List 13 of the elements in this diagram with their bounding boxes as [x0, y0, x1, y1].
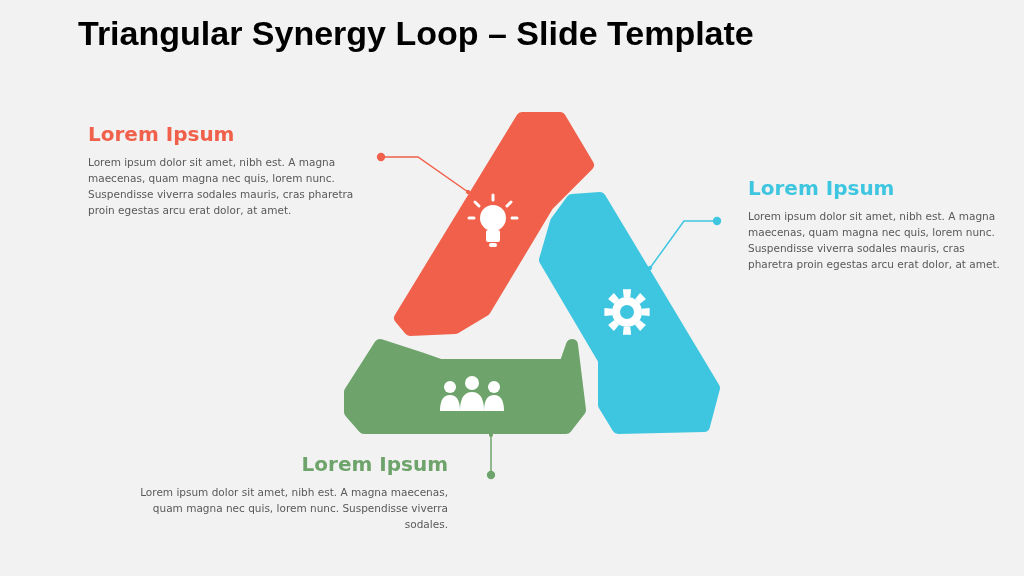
body-text: Lorem ipsum dolor sit amet, nibh est. A magna maecenas, quam magna nec quis, lorem nunc. Suspendisse viverra sodales mauris, cras pharetra proin egestas arcu erat dolor, at amet.: [88, 155, 355, 218]
leader-line: [647, 216, 722, 271]
heading: Lorem Ipsum: [300, 452, 448, 476]
heading: Lorem Ipsum: [748, 176, 896, 200]
triangle-segment: [344, 339, 586, 434]
slide-title: Triangular Synergy Loop – Slide Template: [78, 14, 754, 53]
triangle-segment: [539, 192, 720, 434]
leader-line: [486, 432, 496, 480]
leader-line: [376, 152, 471, 195]
body-text: Lorem ipsum dolor sit amet, nibh est. A magna maecenas, quam magna nec quis, lorem nunc. Suspendisse viverra sodales.: [139, 485, 448, 532]
heading: Lorem Ipsum: [88, 122, 236, 146]
triangle-segment: [394, 112, 594, 336]
body-text: Lorem ipsum dolor sit amet, nibh est. A magna maecenas, quam magna nec quis, lorem nunc. Suspendisse viverra sodales mauris, cras pharetra proin egestas arcu erat dolor, at amet.: [748, 209, 1001, 272]
